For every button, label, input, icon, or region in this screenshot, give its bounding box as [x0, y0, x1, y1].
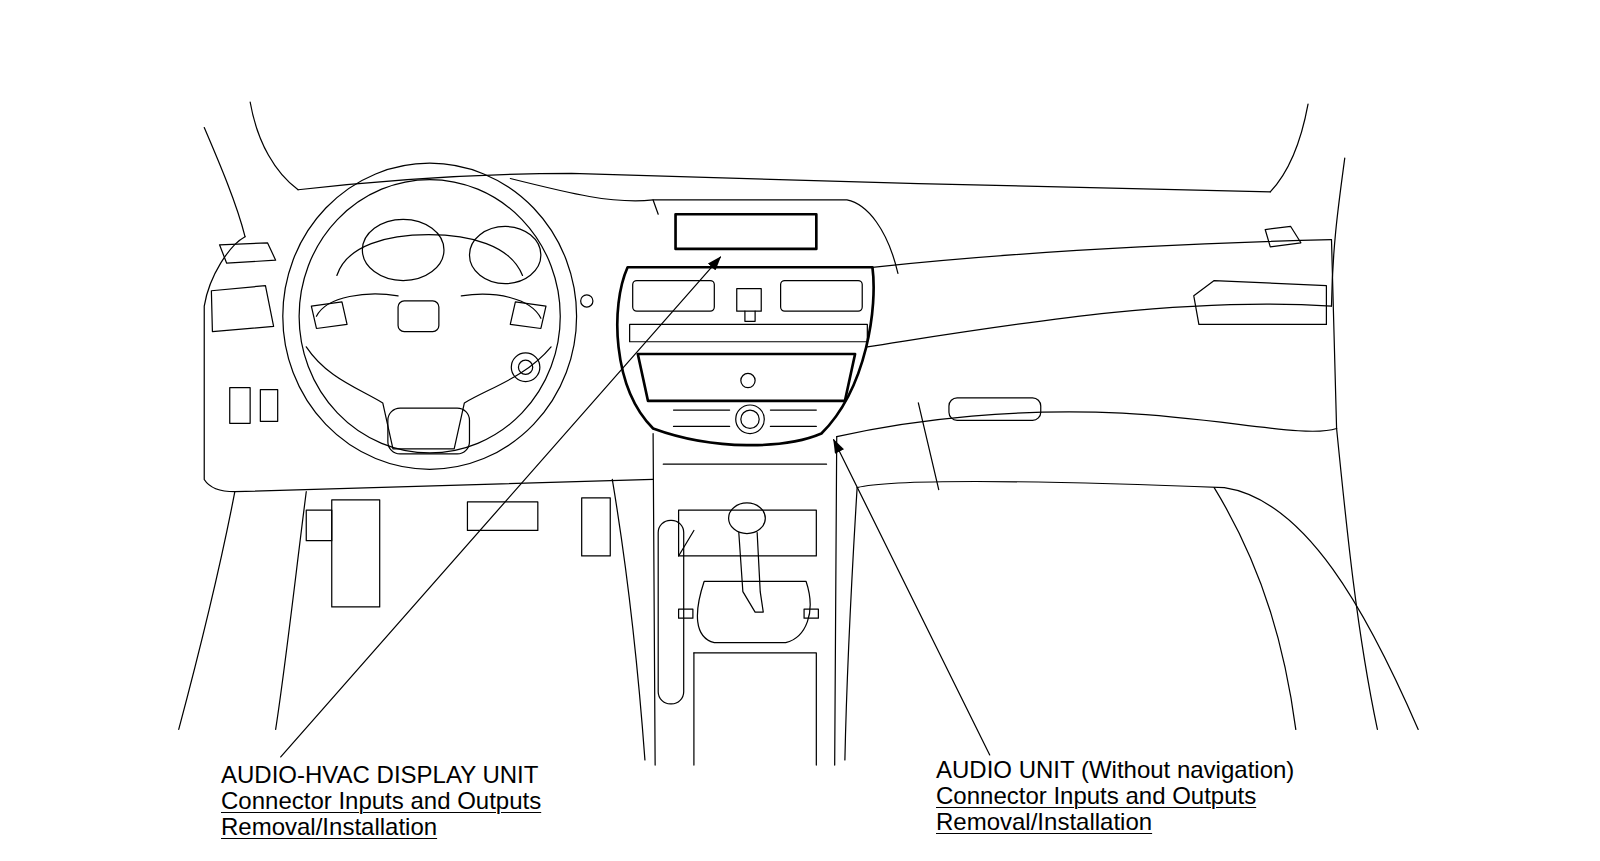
link-text: Connector Inputs and Outputs — [219, 788, 543, 814]
link-text: Removal/Installation — [934, 809, 1154, 835]
link-text: Connector Inputs and Outputs — [934, 783, 1258, 809]
link-text: Removal/Installation — [219, 814, 439, 840]
part-name: AUDIO-HVAC DISPLAY UNIT — [219, 762, 540, 788]
part-name: AUDIO UNIT (Without navigation) — [934, 757, 1296, 783]
